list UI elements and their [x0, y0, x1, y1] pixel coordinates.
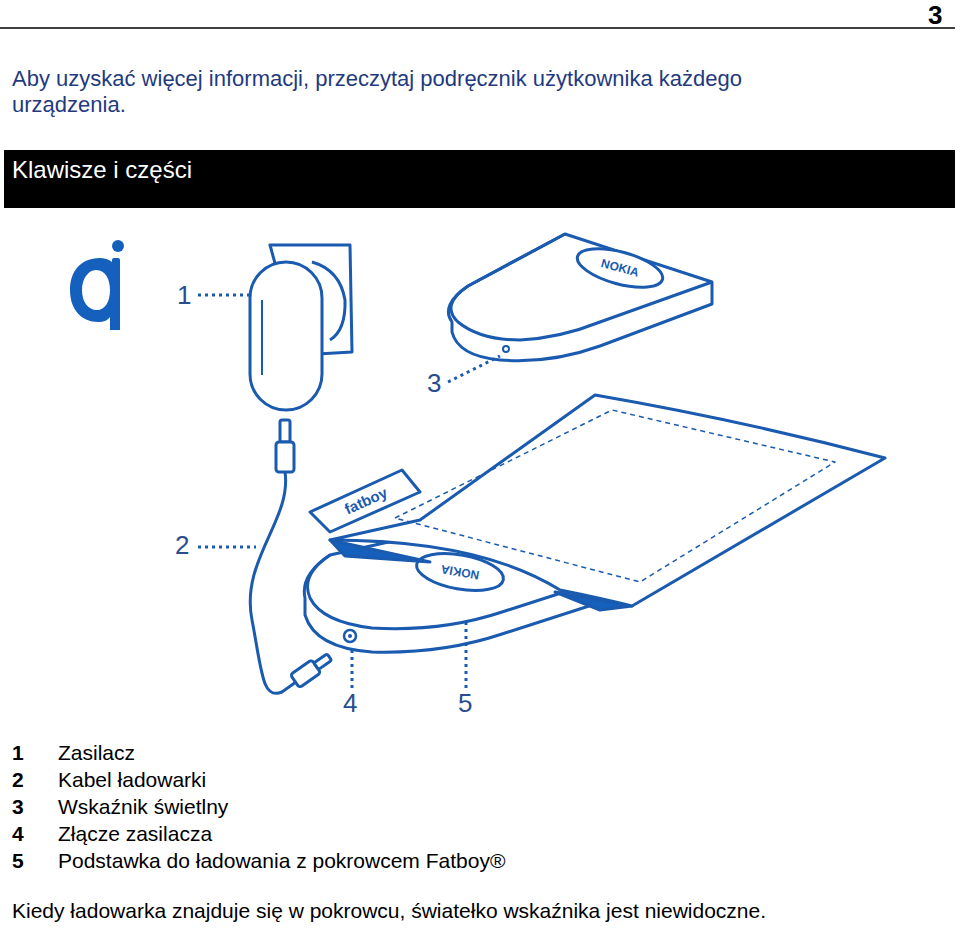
- legend-text: Kabel ładowarki: [58, 767, 206, 792]
- legend-text: Zasilacz: [58, 740, 135, 765]
- legend-number: 2: [12, 767, 24, 792]
- qi-logo: [70, 240, 124, 330]
- legend-number: 5: [12, 848, 24, 873]
- fatboy-pouch: [310, 395, 885, 610]
- leader-lines: [198, 295, 500, 688]
- legend-text: Wskaźnik świetlny: [58, 794, 228, 819]
- legend-number: 1: [12, 740, 24, 765]
- charger-top-view: [448, 234, 712, 361]
- power-adapter: [250, 245, 352, 410]
- header-rule: [0, 27, 955, 29]
- legend-number: 4: [12, 821, 24, 846]
- charger-cable: [250, 420, 334, 693]
- intro-text: Aby uzyskać więcej informacji, przeczyta…: [12, 66, 852, 119]
- legend-number: 3: [12, 794, 24, 819]
- callout-number: 5: [458, 688, 472, 719]
- note-text: Kiedy ładowarka znajduje się w pokrowcu,…: [12, 898, 766, 923]
- legend-text: Podstawka do ładowania z pokrowcem Fatbo…: [58, 848, 505, 873]
- legend-text: Złącze zasilacza: [58, 821, 212, 846]
- callout-number: 1: [177, 280, 191, 311]
- page-number: 3: [928, 0, 942, 31]
- callout-number: 3: [427, 368, 441, 399]
- section-title: Klawisze i części: [12, 156, 192, 185]
- callout-number: 2: [175, 530, 189, 561]
- callout-number: 4: [343, 688, 357, 719]
